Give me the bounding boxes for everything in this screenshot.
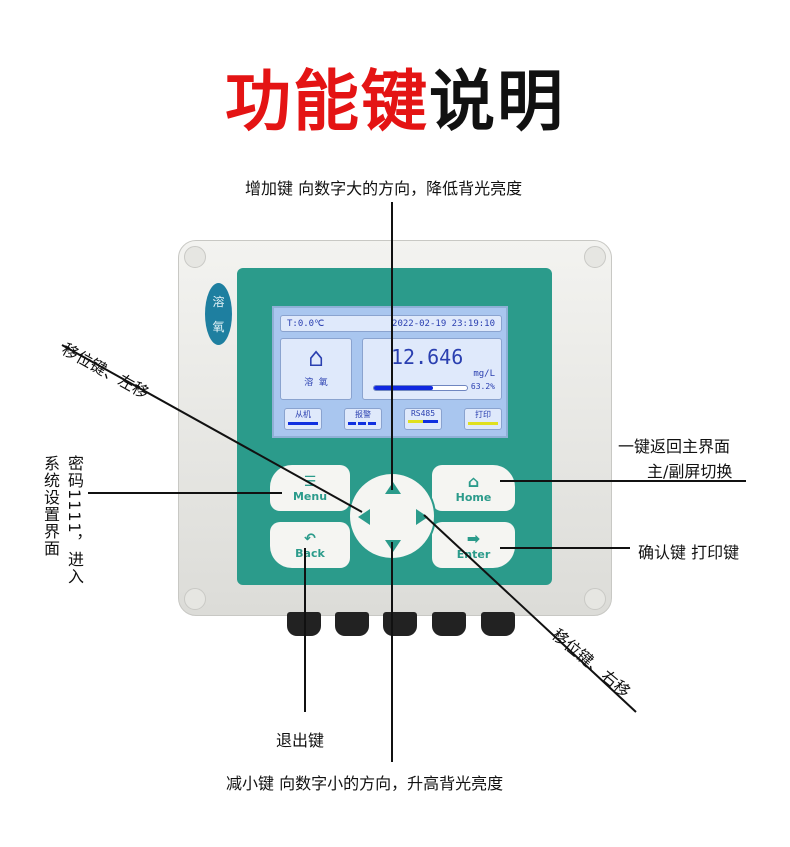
right-arrow-icon: ➡: [466, 529, 481, 548]
progress-bar: [373, 385, 468, 391]
left-arrow-button[interactable]: [358, 509, 370, 525]
tab-print[interactable]: 打印: [464, 408, 502, 430]
label-home-1: 一键返回主界面: [618, 437, 731, 456]
right-arrow-button[interactable]: [416, 509, 428, 525]
device-badge: 溶氧: [205, 283, 232, 345]
cable-gland: [335, 612, 369, 636]
home-button[interactable]: ⌂Home: [432, 465, 515, 511]
cable-gland: [383, 612, 417, 636]
house-icon: ⌂: [308, 343, 324, 373]
label-menu-2: 系统设置界面: [41, 455, 60, 557]
home-icon: ⌂: [467, 472, 480, 491]
label-down: 减小键 向数字小的方向，升高背光亮度: [226, 774, 504, 793]
callout-right: [423, 514, 637, 713]
screw: [584, 246, 606, 268]
temperature: T:0.0℃: [287, 318, 325, 329]
back-button[interactable]: ↶Back: [270, 522, 350, 568]
label-home-2: 主/副屏切换: [647, 462, 733, 481]
cable-gland: [481, 612, 515, 636]
menu-button[interactable]: ☰Menu: [270, 465, 350, 511]
label-enter: 确认键 打印键: [638, 543, 740, 562]
tab-alarm[interactable]: 报警: [344, 408, 382, 430]
progress-percent: 63.2%: [470, 382, 495, 391]
tab-rs485[interactable]: RS485: [404, 408, 442, 430]
cable-gland: [432, 612, 466, 636]
back-arrow-icon: ↶: [304, 530, 316, 547]
reading-unit: mg/L: [473, 369, 495, 379]
screw: [184, 588, 206, 610]
label-up: 增加键 向数字大的方向，降低背光亮度: [245, 179, 523, 198]
callout-left: [61, 344, 363, 513]
screw: [184, 246, 206, 268]
tab-slave[interactable]: 从机: [284, 408, 322, 430]
label-back: 退出键: [276, 731, 325, 750]
label-menu-1: 密码1111，进入: [65, 455, 84, 585]
page-title: 功能键说明: [225, 63, 565, 140]
home-tile[interactable]: ⌂ 溶 氧: [280, 338, 352, 400]
reading-tile: 12.646 mg/L 63.2%: [362, 338, 502, 400]
reading-value: 12.646: [391, 345, 464, 369]
datetime: 2022-02-19 23:19:10: [392, 318, 495, 329]
screw: [584, 588, 606, 610]
